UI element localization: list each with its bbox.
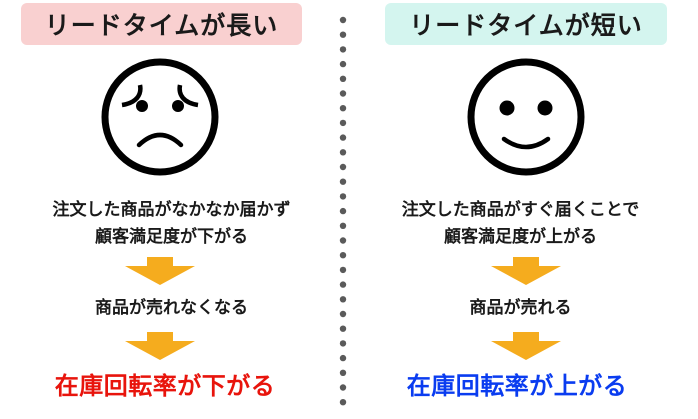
description-line-1: 注文した商品がなかなか届かず: [52, 200, 291, 220]
short-lead-time-column: リードタイムが短い 注文した商品がすぐ届くことで 顧客満足度が上がる 商品が売れ…: [343, 0, 698, 419]
short-lead-time-header: リードタイムが短い: [385, 3, 667, 45]
dotted-divider: [339, 16, 347, 406]
long-lead-time-column: リードタイムが長い 注文した商品がなかなか届かず 顧客満足度が下がる 商品が売れ…: [0, 0, 343, 419]
short-lead-time-description: 注文した商品がすぐ届くことで 顧客満足度が上がる: [343, 197, 698, 251]
short-lead-time-consequence: 商品が売れる: [469, 298, 572, 318]
short-lead-time-title: リードタイムが短い: [409, 11, 643, 40]
long-lead-time-consequence: 商品が売れなくなる: [95, 298, 248, 318]
happy-face-icon: [467, 58, 585, 176]
down-arrow-icon: [491, 332, 561, 360]
long-lead-time-description: 注文した商品がなかなか届かず 顧客満足度が下がる: [0, 197, 343, 251]
down-arrow-icon: [125, 332, 195, 360]
long-lead-time-title: リードタイムが長い: [44, 11, 279, 40]
long-lead-time-header: リードタイムが長い: [21, 3, 302, 45]
description-line-2: 顧客満足度が下がる: [95, 227, 248, 247]
sad-face-icon: [101, 58, 219, 176]
description-line-2: 顧客満足度が上がる: [444, 227, 597, 247]
down-arrow-icon: [125, 257, 195, 285]
short-lead-time-result: 在庫回転率が上がる: [406, 372, 628, 400]
down-arrow-icon: [491, 257, 561, 285]
long-lead-time-result: 在庫回転率が下がる: [54, 372, 276, 400]
description-line-1: 注文した商品がすぐ届くことで: [401, 200, 640, 220]
